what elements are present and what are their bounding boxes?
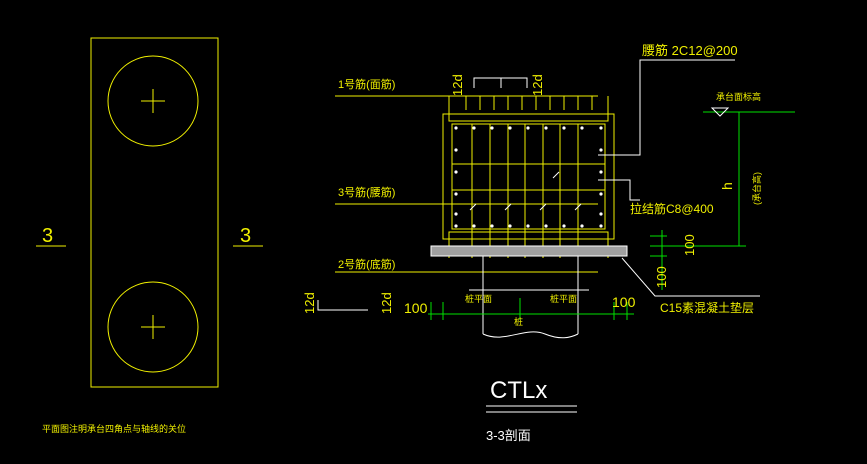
waist-rebar-label: 腰筋 2C12@200 [642,43,738,58]
height-note: (承台高) [751,172,762,205]
height-dim-upper: 100 [682,234,697,256]
pile-bottom-circle [107,281,199,373]
bottom-rebar [335,231,609,273]
height-symbol: h [719,182,735,190]
top-bar-ticks [465,96,593,110]
section-mark-right-label: 3 [240,225,251,247]
cover-right-dim: 100 [612,294,636,310]
anchor-bottom-left-label: 12d [302,292,317,314]
pile-cap-outline [90,37,219,388]
pile-cut-left-label: 桩平面 [465,293,492,304]
section-mark-right: 3 [233,225,263,247]
height-dim-lower: 100 [654,266,669,288]
cover-left-dim: 100 [404,300,428,316]
leader-lines [598,59,760,297]
anchor-bottom [317,300,368,311]
tie-bar-marks [469,171,582,211]
pile-cut-right-label: 桩平面 [550,293,577,304]
cap-section-outline [442,113,615,240]
anchor-top [473,77,528,88]
rebar-dots [454,126,603,228]
top-rebar [335,95,609,122]
tie-bar-label: 拉结筋C8@400 [630,201,714,216]
section-mark-left: 3 [36,225,66,247]
bottom-dimension [428,298,634,320]
anchor-bottom-right-label: 12d [379,292,394,314]
plan-note: 平面图注明承台四角点与轴线的关位 [42,423,186,434]
rebar-bottom-label: 2号筋(底筋) [338,257,395,271]
height-dimension [650,111,795,290]
title-name: CTLx [490,377,547,404]
drawing-title: CTLx 3-3剖面 [486,377,577,443]
plan-view: 3 3 平面图注明承台四角点与轴线的关位 [36,37,263,434]
rebar-mid-label: 3号筋(腰筋) [338,185,395,199]
rebar-top-label: 1号筋(面筋) [338,77,395,91]
pile-top-circle [107,55,199,147]
waist-rebar-lines [335,163,605,205]
cushion-label: C15素混凝土垫层 [660,300,754,315]
level-marker [710,107,730,117]
anchor-top-right-label: 12d [530,74,545,96]
section-mark-left-label: 3 [42,225,53,247]
anchor-top-left-label: 12d [450,74,465,96]
cushion-layer [430,245,628,257]
section-view: 12d 12d 12d 12d 100 100 桩平面 桩平面 桩 [302,43,795,339]
cap-top-level-label: 承台面标高 [716,91,761,102]
pile-body [469,256,589,339]
pile-label: 桩 [514,316,523,327]
stirrup [451,123,606,230]
vertical-rebars [471,124,579,258]
title-subtitle: 3-3剖面 [486,428,531,443]
